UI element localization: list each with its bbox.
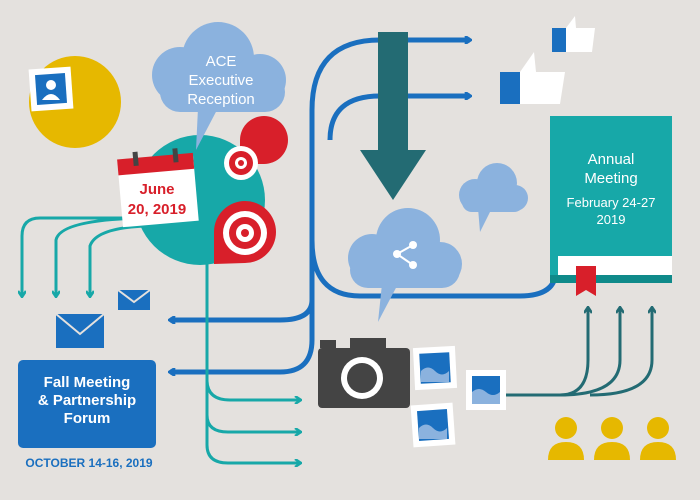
- teal-lines-left: [22, 216, 147, 296]
- envelope-icon: [117, 289, 151, 310]
- photo-icon-2: [466, 370, 506, 410]
- teal-lines-down: [205, 258, 300, 463]
- target-icon: [224, 116, 288, 180]
- book-line4: 2019: [596, 212, 626, 227]
- envelope-large-icon: [55, 313, 105, 348]
- cloud-icon: [152, 22, 286, 150]
- thumbs-up-icon: [500, 16, 595, 104]
- forum-box: [18, 360, 156, 448]
- book-line2: Meeting: [584, 170, 638, 187]
- dark-teal-lines: [500, 308, 652, 397]
- forum-label: Fall Meeting & Partnership Forum: [18, 374, 156, 428]
- book-icon: [550, 116, 672, 296]
- down-arrow-icon: [360, 32, 426, 200]
- forum-date: OCTOBER 14-16, 2019: [25, 456, 153, 470]
- share-cloud-icon: [348, 208, 462, 322]
- book-line3: February 24-27: [566, 195, 656, 210]
- calendar-line2: 20, 2019: [127, 201, 187, 218]
- flow-lines: [170, 40, 559, 372]
- cloud-label: ACE Executive Reception: [160, 52, 282, 109]
- speech-cloud-icon: [459, 163, 528, 232]
- calendar-line1: June: [139, 181, 175, 198]
- photo-icon: [412, 345, 458, 391]
- book-line1: Annual: [587, 151, 635, 168]
- cloud-line3: Reception: [187, 91, 255, 108]
- forum-line3: Forum: [63, 410, 111, 427]
- people-icon: [548, 417, 676, 460]
- calendar-icon: [117, 148, 199, 228]
- forum-line1: Fall Meeting: [43, 374, 131, 391]
- calendar-label: June 20, 2019: [118, 180, 196, 220]
- camera-icon: [318, 338, 410, 408]
- cloud-line2: Executive: [188, 72, 254, 89]
- cloud-line1: ACE: [205, 53, 237, 70]
- forum-line2: & Partnership: [37, 392, 137, 409]
- book-label: Annual Meeting February 24-27 2019: [552, 150, 670, 228]
- photo-icon-3: [410, 402, 456, 448]
- target-large-icon: [214, 201, 276, 264]
- profile-icon: [28, 56, 121, 148]
